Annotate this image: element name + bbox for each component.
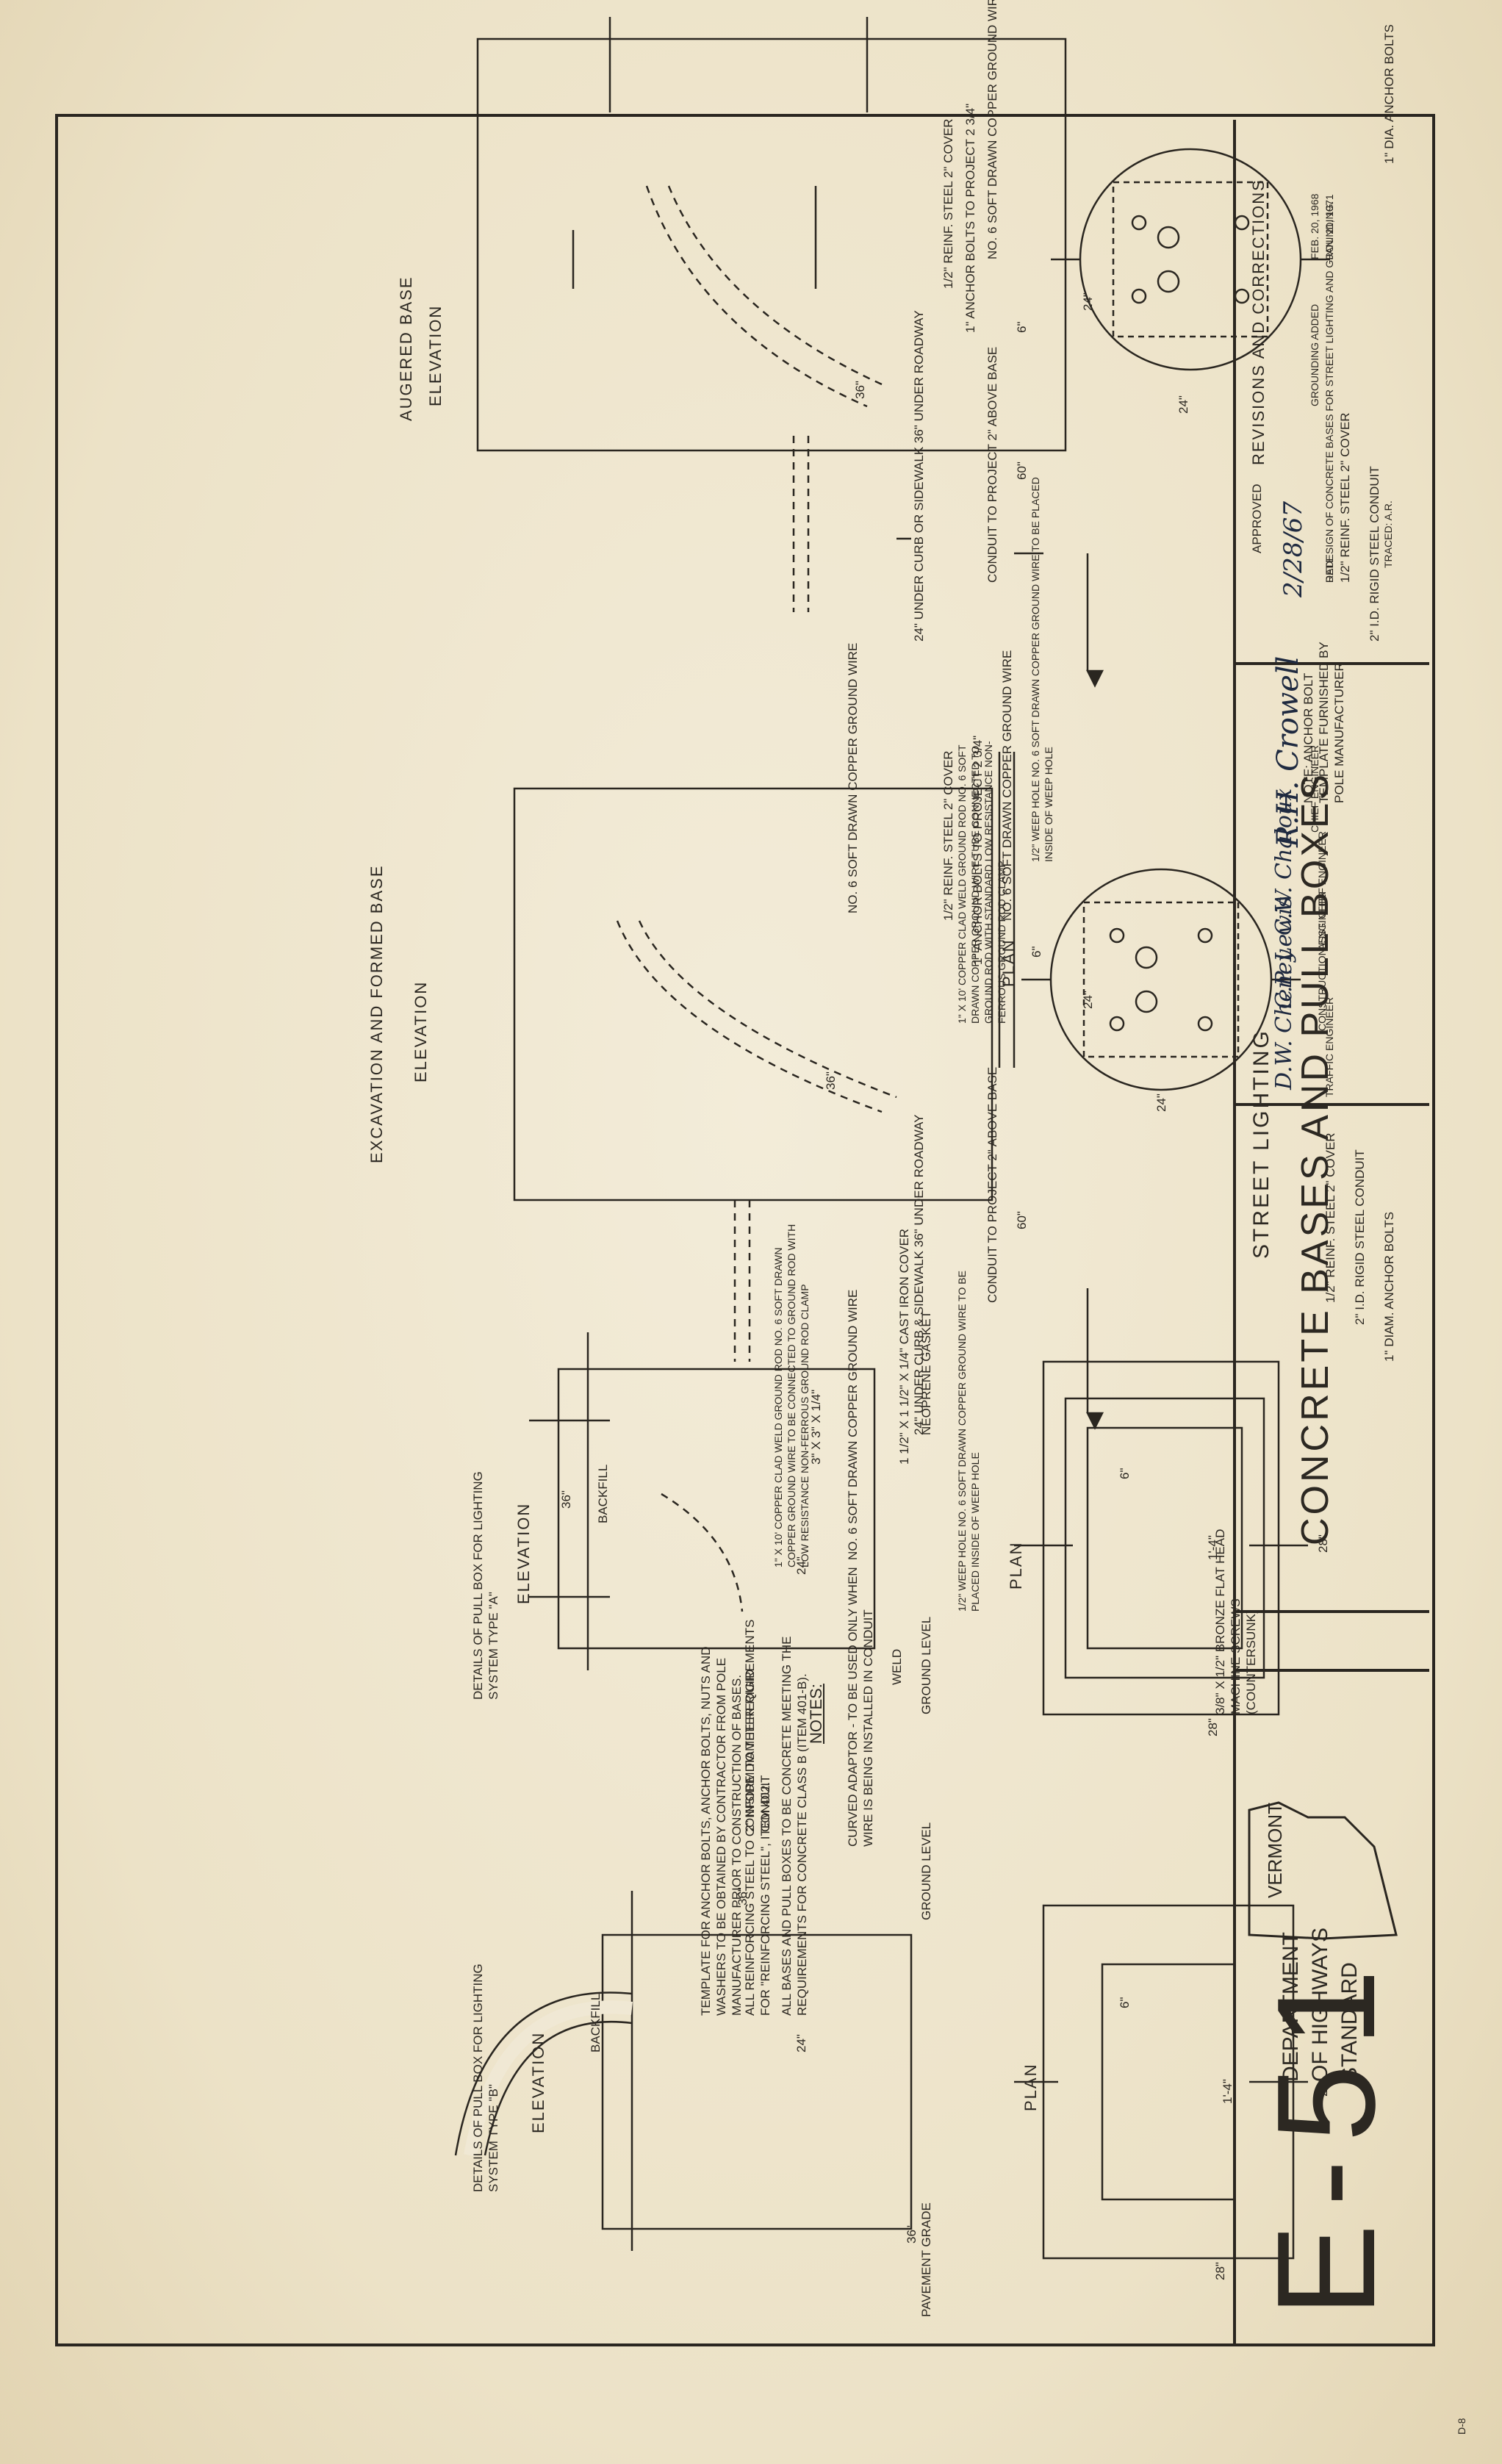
pullbox-a-label-gasket: NEOPRENE GASKET bbox=[919, 1310, 933, 1435]
formed-dim-24: 24" bbox=[1081, 991, 1095, 1009]
augered-label-reinf: 1/2" REINF. STEEL 2" COVER bbox=[941, 118, 955, 289]
pullbox-b-elevation-title: ELEVATION bbox=[529, 2031, 547, 2133]
formed-label-anchor: 1" ANCHOR BOLTS TO PROJECT 2 3/4" bbox=[971, 735, 985, 965]
pullbox-a-label-ground-level: GROUND LEVEL bbox=[919, 1616, 933, 1714]
pullbox-b-dim-6: 24" bbox=[794, 2034, 808, 2052]
formed-label-ground-rod: 1" X 10' COPPER CLAD WELD GROUND ROD NO.… bbox=[772, 1224, 811, 1567]
augered-label-anchor: 1" ANCHOR BOLTS TO PROJECT 2 3/4" bbox=[963, 103, 977, 333]
augered-base-title: AUGERED BASE bbox=[397, 276, 415, 421]
augered-plan-label-anchor: 1" DIA. ANCHOR BOLTS bbox=[1382, 24, 1396, 164]
pullbox-a-plan-title: PLAN bbox=[1007, 1541, 1025, 1590]
traced-by: TRACED: A.R. bbox=[1382, 500, 1394, 568]
formed-dim-60: 60" bbox=[1015, 1211, 1029, 1229]
pullbox-a-label-cover: 1 1/2" X 1 1/2" X 1/4" CAST IRON COVER bbox=[897, 1228, 911, 1465]
formed-label-ground-wire-2: NO. 6 SOFT DRAWN COPPER GROUND WIRE bbox=[846, 1289, 860, 1560]
date-label: DATE bbox=[1323, 556, 1335, 583]
pullbox-b-plan-title: PLAN bbox=[1021, 2063, 1040, 2111]
pullbox-a-label-weld: WELD bbox=[890, 1648, 904, 1685]
augered-label-depth: 24" UNDER CURB OR SIDEWALK 36" UNDER ROA… bbox=[912, 310, 926, 642]
formed-plan-label-conduit: 2" I.D. RIGID STEEL CONDUIT bbox=[1353, 1149, 1367, 1325]
augered-plan-label-reinf: 1/2" REINF. STEEL 2" COVER bbox=[1338, 412, 1352, 583]
pullbox-a-plan bbox=[1014, 1360, 1308, 1716]
pullbox-a-label-backfill: BACKFILL bbox=[596, 1464, 610, 1523]
agency-line: STREET LIGHTING bbox=[1249, 1029, 1273, 1259]
pullbox-a-dim-4: 6" bbox=[1118, 1468, 1132, 1480]
pullbox-a-elevation bbox=[529, 1332, 876, 1670]
augered-label-ground-wire: NO. 6 SOFT DRAWN COPPER GROUND WIRE bbox=[985, 0, 999, 259]
pullbox-a-dim-2: 28" bbox=[1206, 1718, 1220, 1736]
margin-mark: D-8 bbox=[1456, 2418, 1467, 2435]
pullbox-b-label-pavement: PAVEMENT GRADE bbox=[919, 2202, 933, 2317]
formed-label-reinf: 1/2" REINF. STEEL 2" COVER bbox=[941, 750, 955, 921]
pullbox-b-elevation bbox=[454, 1891, 913, 2251]
revision-1-text: GROUNDING ADDED bbox=[1309, 303, 1320, 406]
pullbox-b-label-ground-level: GROUND LEVEL bbox=[919, 1822, 933, 1920]
notes-heading: NOTES: bbox=[807, 1684, 825, 1744]
formed-elevation-title: ELEVATION bbox=[412, 980, 430, 1082]
revision-1-date: FEB. 20, 1968 bbox=[1309, 193, 1320, 259]
pullbox-a-label-screws: 3/8" X 1/2" BRONZE FLAT HEAD MACHINE SCR… bbox=[1213, 1529, 1258, 1714]
formed-label-ground-wire: NO. 6 SOFT DRAWN COPPER GROUND WIRE bbox=[1000, 650, 1014, 921]
formed-dim-6: 6" bbox=[1030, 946, 1043, 958]
revision-2-text: REDESIGN OF CONCRETE BASES FOR STREET LI… bbox=[1323, 201, 1335, 583]
augered-plan-dim: 24" bbox=[1176, 395, 1190, 414]
notes-item-3: TEMPLATE FOR ANCHOR BOLTS, ANCHOR BOLTS,… bbox=[699, 1646, 744, 2016]
augered-plan bbox=[1051, 148, 1330, 371]
pullbox-a-label-adaptor: CURVED ADAPTOR - TO BE USED ONLY WHEN WI… bbox=[846, 1567, 875, 1847]
augered-label-conduit: CONDUIT TO PROJECT 2" ABOVE BASE bbox=[985, 346, 999, 583]
pullbox-b-dim-4: 6" bbox=[1118, 1997, 1132, 2009]
pullbox-b-dim-3: 1'-4" bbox=[1221, 2079, 1235, 2104]
pullbox-b-dim-2: 28" bbox=[1213, 2262, 1227, 2280]
formed-plan-label-anchor: 1" DIAM. ANCHOR BOLTS bbox=[1382, 1211, 1396, 1362]
formed-label-conduit: CONDUIT TO PROJECT 2" ABOVE BASE bbox=[985, 1066, 999, 1303]
pullbox-b-dim-7: 36" bbox=[905, 2225, 919, 2244]
formed-base-title: EXCAVATION AND FORMED BASE bbox=[367, 864, 386, 1163]
augered-dim-36: 36" bbox=[853, 381, 867, 399]
pullbox-a-label-angle: 3" X 3" X 1/4" bbox=[809, 1389, 823, 1465]
pullbox-a-dim-6: 24" bbox=[794, 1556, 808, 1575]
augered-label-ground-wire-2: NO. 6 SOFT DRAWN COPPER GROUND WIRE bbox=[846, 642, 860, 913]
pullbox-b-plan bbox=[1014, 1904, 1308, 2260]
formed-plan bbox=[1021, 868, 1301, 1091]
pullbox-a-dim-5: 36" bbox=[559, 1490, 573, 1509]
augered-plan-label-conduit: 2" I.D. RIGID STEEL CONDUIT bbox=[1368, 466, 1381, 642]
pullbox-b-title: DETAILS OF PULL BOX FOR LIGHTING SYSTEM … bbox=[471, 1964, 500, 2192]
formed-elevation bbox=[513, 752, 1104, 1430]
approved-label: APPROVED bbox=[1250, 484, 1264, 553]
formed-dim-36: 36" bbox=[824, 1071, 838, 1090]
sheet-number: E-51 bbox=[1248, 1951, 1404, 2317]
augered-dim-24: 24" bbox=[1081, 292, 1095, 311]
pullbox-b-label-backfill: BACKFILL bbox=[589, 1993, 603, 2052]
augered-elevation bbox=[476, 17, 1104, 688]
formed-plan-title: PLAN bbox=[999, 938, 1018, 987]
augered-dim-60: 60" bbox=[1015, 461, 1029, 480]
augered-elevation-title: ELEVATION bbox=[426, 304, 445, 406]
approved-date: 2/28/67 bbox=[1279, 500, 1308, 597]
notes-item-2: ALL REINFORCING STEEL TO CONFORM TO THE … bbox=[743, 1619, 772, 2016]
augered-label-weep: 1/2" WEEP HOLE NO. 6 SOFT DRAWN COPPER G… bbox=[1030, 477, 1054, 862]
pullbox-a-title: DETAILS OF PULL BOX FOR LIGHTING SYSTEM … bbox=[471, 1471, 500, 1700]
sheet-title: CONCRETE BASES AND PULL BOXES bbox=[1294, 771, 1337, 1545]
formed-plan-dim: 24" bbox=[1154, 1093, 1168, 1112]
notes-item-1: ALL BASES AND PULL BOXES TO BE CONCRETE … bbox=[780, 1636, 809, 2016]
revisions-title: REVISIONS AND CORRECTIONS bbox=[1249, 179, 1268, 465]
augered-dim-6: 6" bbox=[1015, 321, 1029, 334]
formed-label-weep: 1/2" WEEP HOLE NO. 6 SOFT DRAWN COPPER G… bbox=[956, 1271, 981, 1612]
pullbox-a-dim-3: 1'-4" bbox=[1206, 1535, 1220, 1560]
vermont-logo-text: VERMONT bbox=[1264, 1803, 1286, 1898]
pullbox-a-elevation-title: ELEVATION bbox=[514, 1502, 533, 1604]
